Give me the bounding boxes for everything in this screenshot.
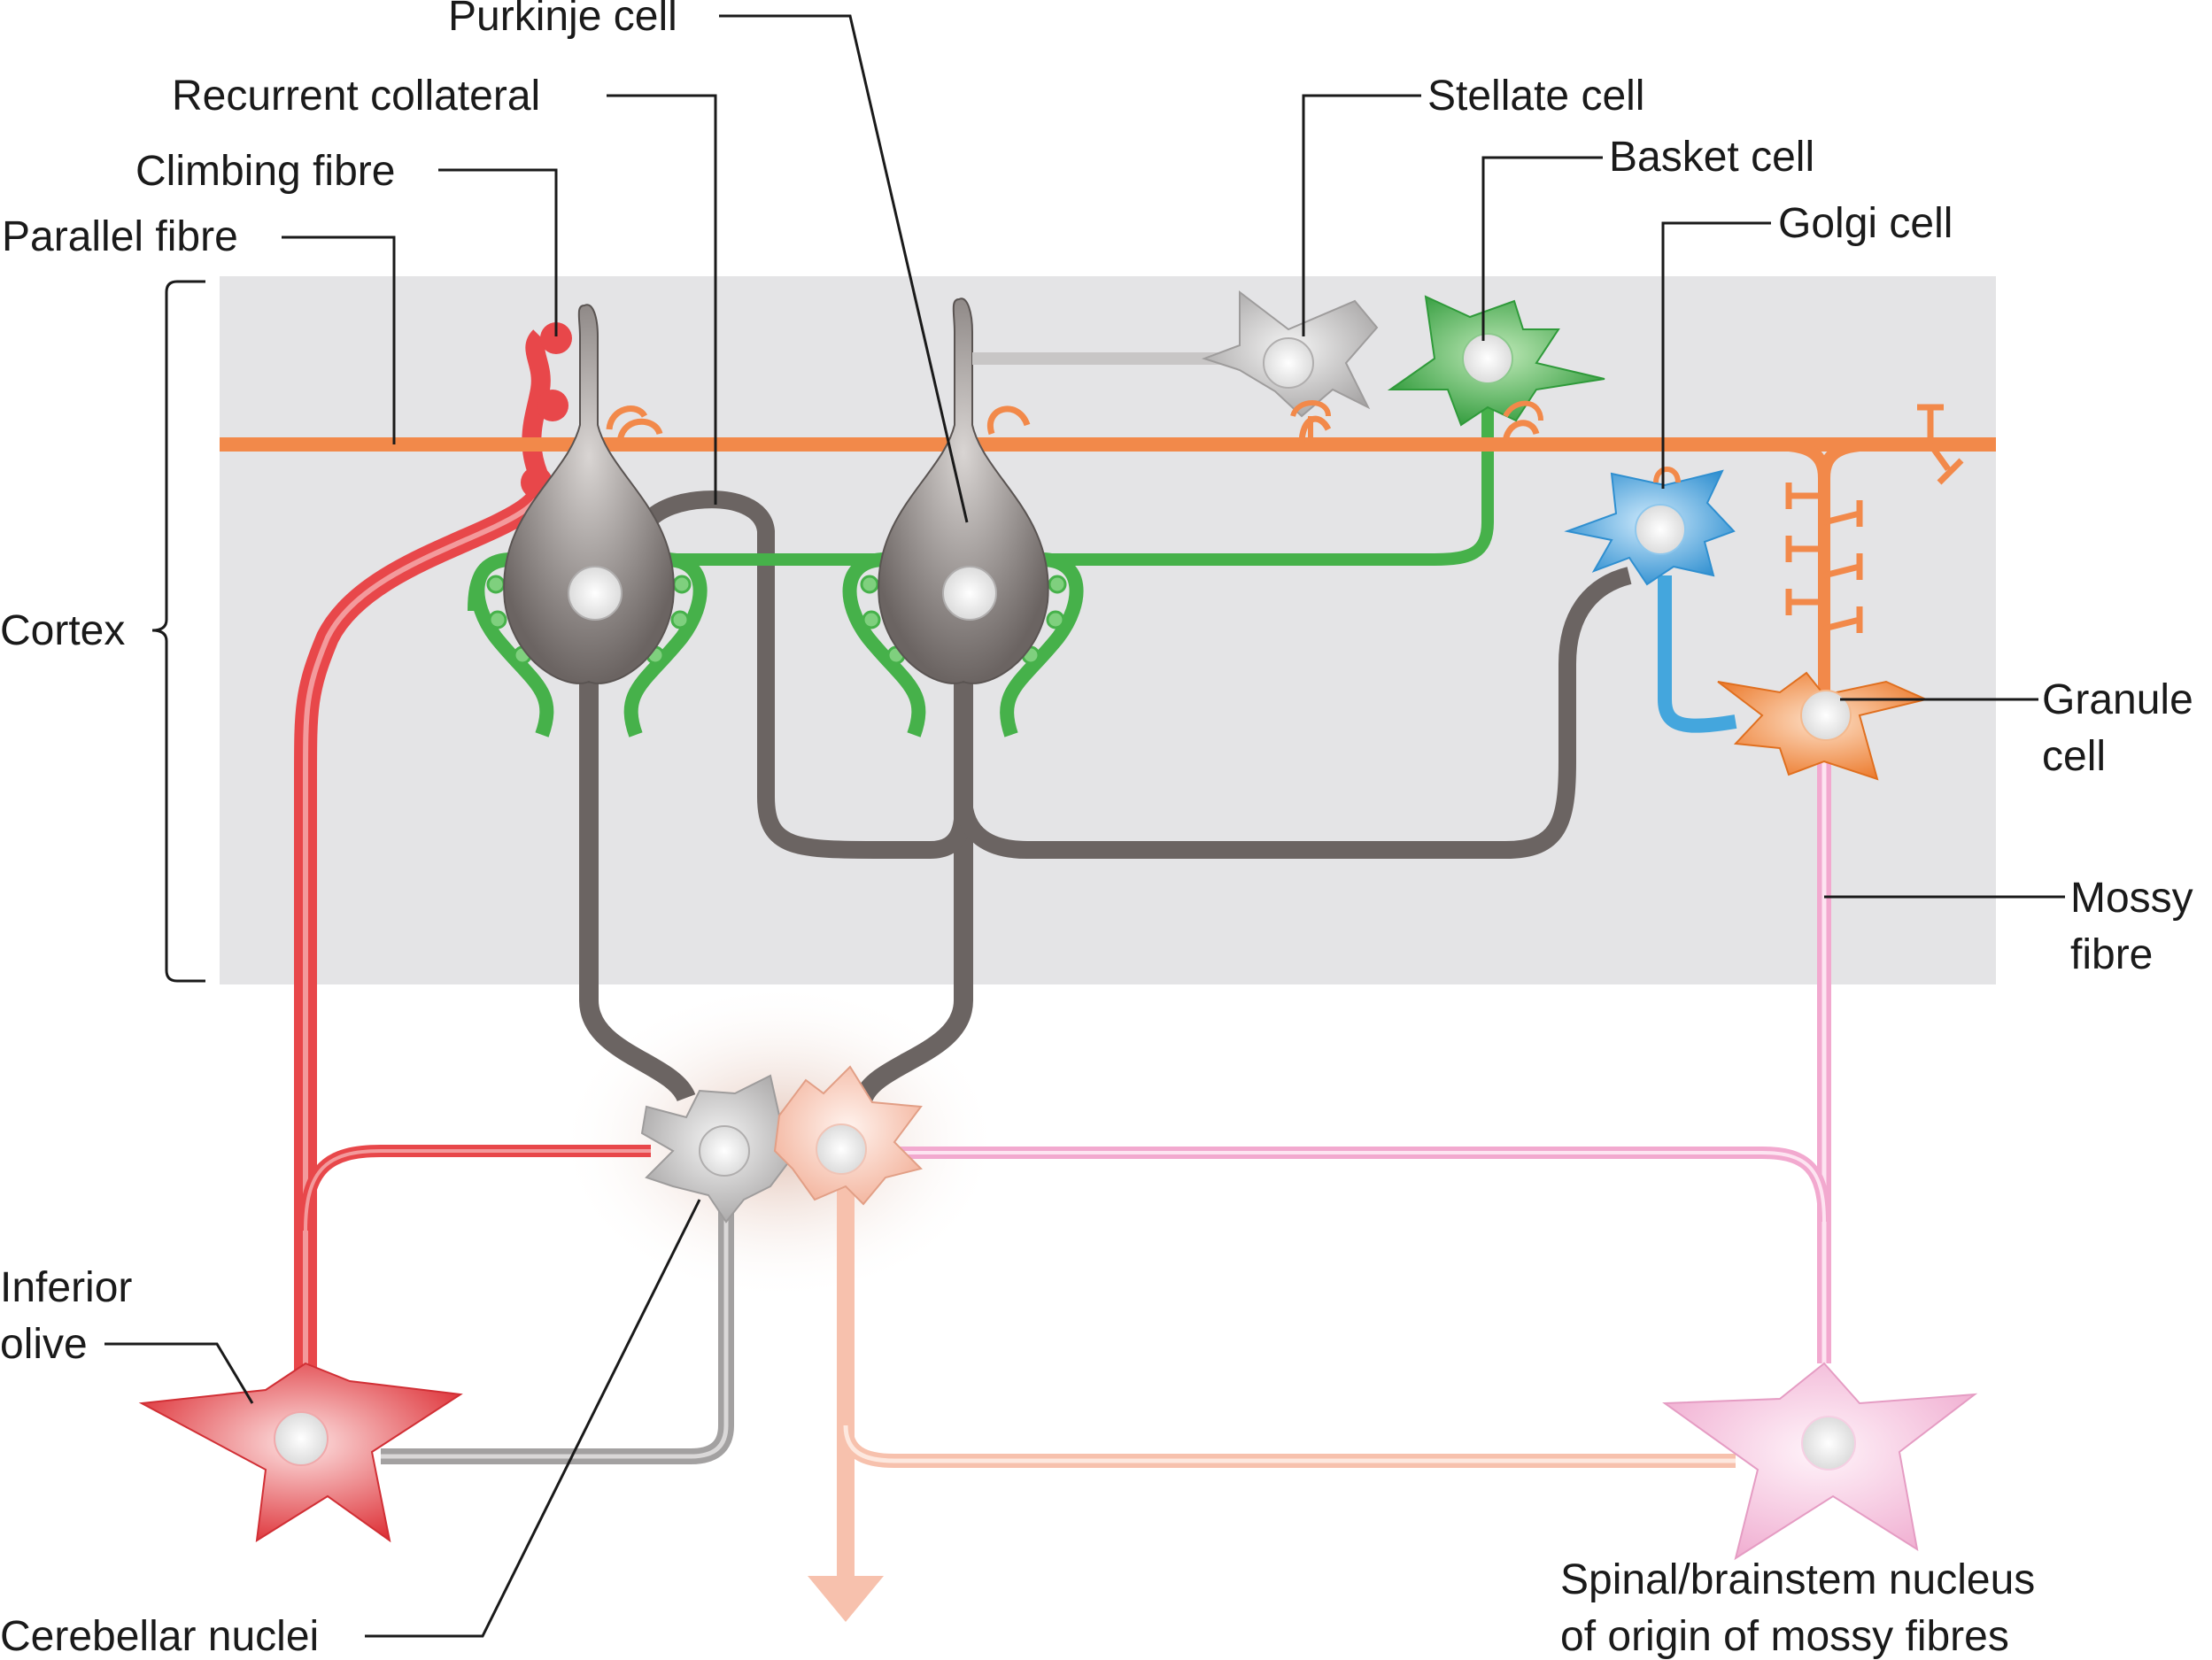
purkinje-cell-2	[878, 297, 1049, 684]
climbing-fibre-highlight	[303, 482, 545, 1425]
recurrent-collateral-path	[636, 490, 972, 859]
granule-ascending-axon-2	[1818, 438, 1878, 479]
nuclear-cell-grey	[640, 1074, 799, 1224]
label-purkinje-cell: Purkinje cell	[448, 0, 677, 40]
stellate-cell	[1201, 290, 1379, 418]
label-parallel-fibre: Parallel fibre	[2, 213, 238, 260]
nuclear-to-olive-highlight	[381, 1195, 729, 1459]
nuclear-to-spinal-highlight	[843, 1425, 1736, 1463]
label-granule-cell-1: Granule	[2042, 676, 2193, 723]
label-basket-cell: Basket cell	[1609, 134, 1814, 181]
purkinje-axon-1	[579, 660, 696, 1103]
purkinje-axon-2	[854, 660, 973, 1103]
inferior-olive-cell	[138, 1362, 463, 1543]
golgi-cell	[1564, 469, 1736, 586]
mossy-collateral	[894, 1147, 1830, 1223]
climbing-bouton	[540, 322, 572, 354]
label-recurrent-collateral: Recurrent collateral	[172, 73, 540, 120]
basket-terminal	[470, 552, 554, 737]
label-spinal-nucleus-1: Spinal/brainstem nucleus	[1560, 1556, 2035, 1603]
basket-dendrite-terminal	[1503, 400, 1543, 421]
purkinje-to-golgi-axon	[955, 567, 1632, 859]
golgi-dendrite-terminal	[1653, 467, 1681, 483]
cortex-brace	[151, 280, 205, 983]
nuclear-cell-peach	[773, 1065, 923, 1206]
label-mossy-fibre-1: Mossy	[2070, 875, 2193, 922]
label-spinal-nucleus-2: of origin of mossy fibres	[1560, 1613, 2009, 1660]
climbing-collateral-highlight	[304, 1149, 651, 1231]
label-climbing-fibre: Climbing fibre	[135, 148, 395, 195]
stellate-terminal	[1290, 400, 1331, 438]
label-cortex: Cortex	[0, 607, 125, 654]
label-cerebellar-nuclei: Cerebellar nuclei	[0, 1613, 319, 1660]
label-inferior-olive-2: olive	[0, 1321, 88, 1368]
leader-lines	[104, 14, 2065, 1638]
label-stellate-cell: Stellate cell	[1427, 73, 1644, 120]
basket-cell	[1387, 295, 1605, 427]
basket-terminal	[1000, 552, 1084, 737]
basket-terminal	[623, 552, 708, 737]
climbing-fibre-tendril	[522, 329, 552, 487]
label-inferior-olive-1: Inferior	[0, 1264, 132, 1311]
purkinje-cell-1	[503, 304, 675, 684]
basket-terminal	[842, 552, 926, 737]
mossy-collateral-highlight	[894, 1151, 1826, 1223]
label-granule-cell-2: cell	[2042, 733, 2106, 780]
nuclear-to-spinal-axon	[839, 1425, 1736, 1468]
climbing-bouton	[537, 390, 568, 421]
golgi-axon	[1658, 575, 1737, 733]
output-arrowhead	[808, 1576, 884, 1622]
spinal-nucleus-cell	[1662, 1362, 1978, 1561]
label-mossy-fibre-2: fibre	[2070, 931, 2153, 978]
label-golgi-cell: Golgi cell	[1778, 200, 1953, 247]
